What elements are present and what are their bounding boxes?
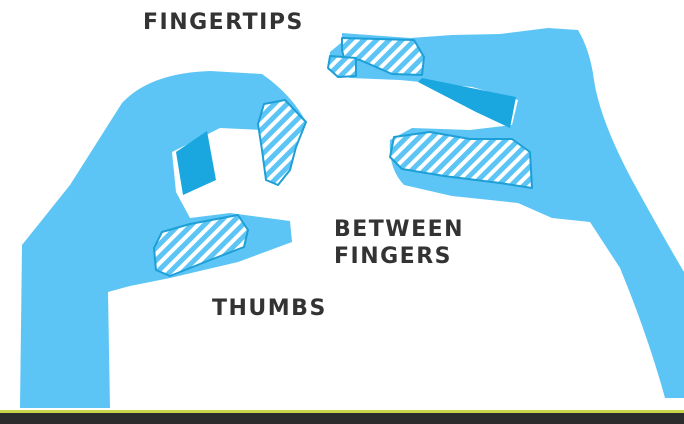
- ground-grass: [0, 410, 684, 413]
- fingertips-label: FINGERTIPS: [143, 9, 304, 36]
- right-hand: [328, 28, 684, 398]
- between-fingers-line-1: BETWEEN: [334, 216, 464, 243]
- fingertip-area-lower: [328, 56, 356, 77]
- thumbs-label: THUMBS: [212, 295, 327, 322]
- between-fingers-label: BETWEEN FINGERS: [334, 216, 464, 270]
- between-fingers-line-2: FINGERS: [334, 243, 464, 270]
